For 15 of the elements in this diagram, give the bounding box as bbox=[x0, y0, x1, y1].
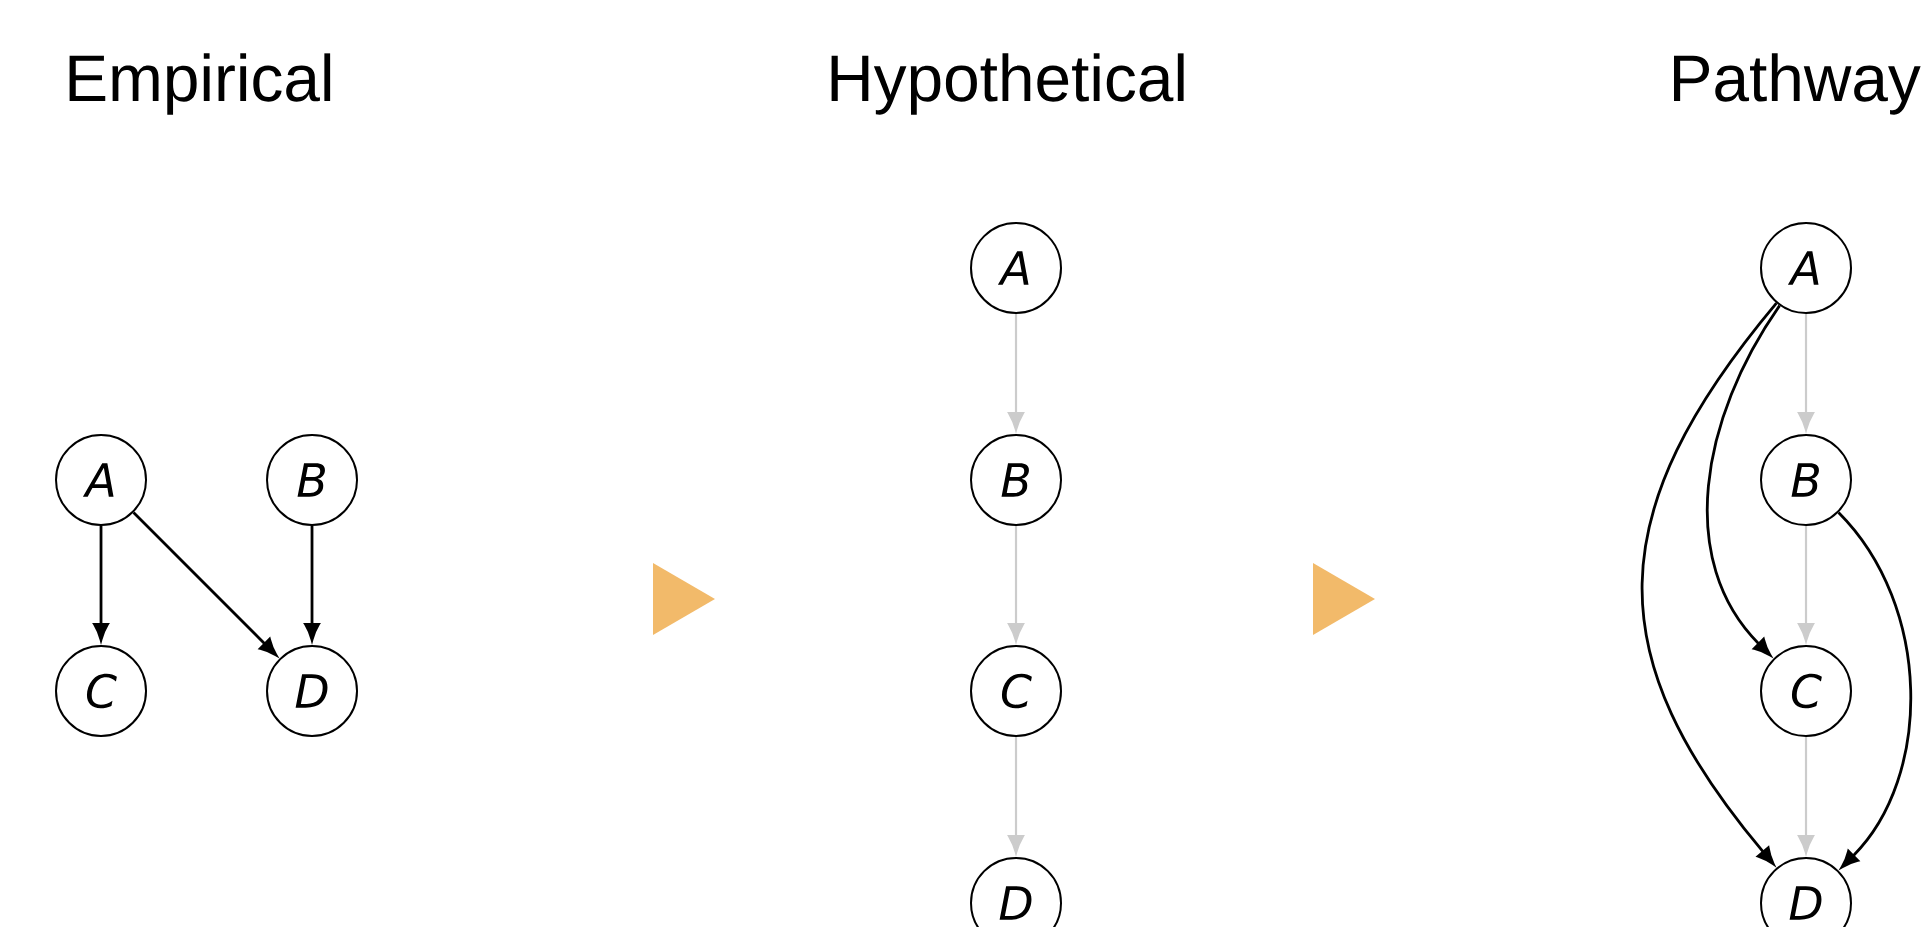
arrow bbox=[1640, 302, 1778, 866]
arrow bbox=[132, 511, 278, 657]
panel-title: Pathway bbox=[1674, 53, 1921, 115]
arrow bbox=[1797, 737, 1815, 854]
arrow bbox=[1837, 511, 1912, 869]
arrow bbox=[1007, 737, 1025, 854]
arrow bbox=[1705, 304, 1781, 657]
arrow bbox=[1797, 314, 1815, 431]
panel-title: Hypothetical bbox=[831, 53, 1184, 115]
arrow bbox=[1007, 526, 1025, 642]
panel-title: Empirical bbox=[69, 53, 331, 115]
arrow bbox=[93, 526, 109, 642]
arrow bbox=[1007, 314, 1025, 431]
arrow bbox=[304, 526, 320, 642]
arrow bbox=[1797, 526, 1815, 642]
